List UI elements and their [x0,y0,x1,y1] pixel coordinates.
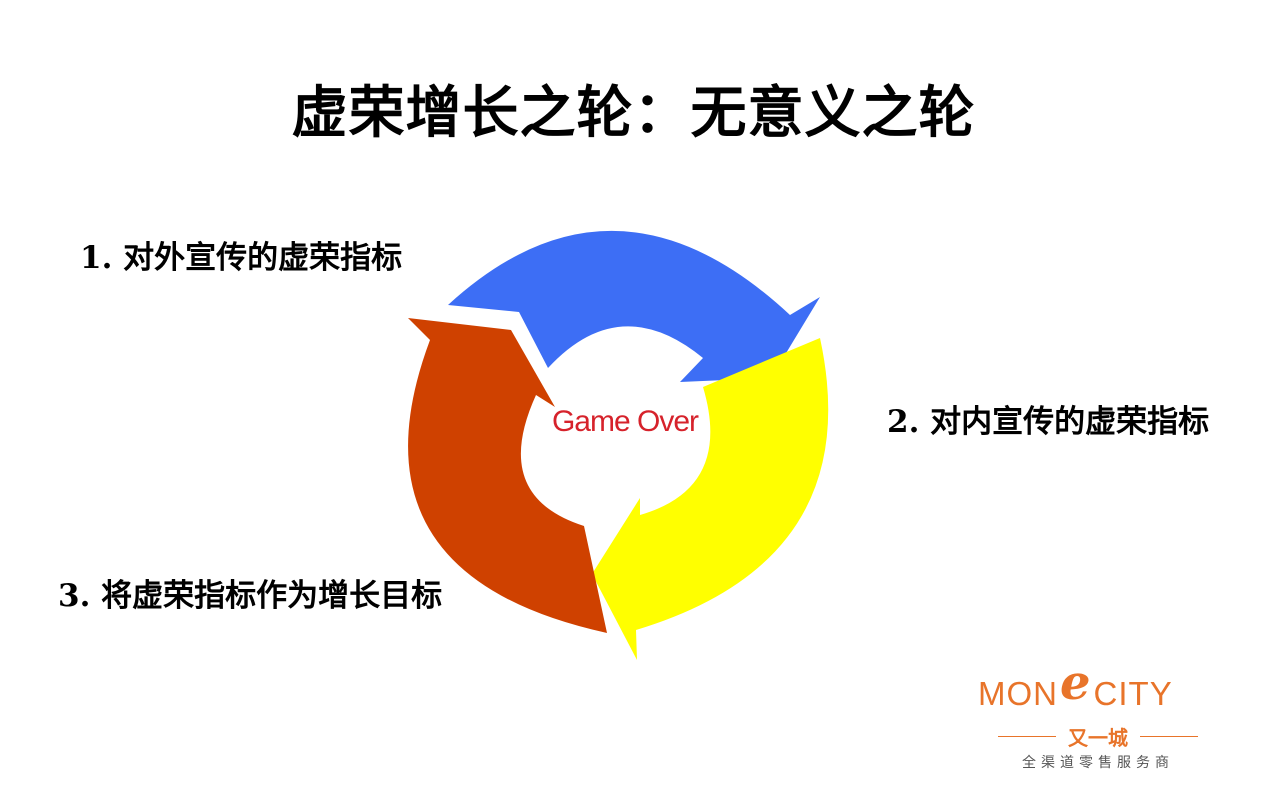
step-3-label: 3. 将虚荣指标作为增长目标 [58,578,443,614]
center-text: Game Over [551,405,699,438]
page-title: 虚荣增长之轮：无意义之轮 [291,80,976,146]
logo-tagline: 全渠道零售服务商 [1022,755,1174,771]
three-arrow-cycle-icon [408,230,829,660]
logo-wordmark: MONeCITY [978,659,1218,713]
step-1-label: 1. 对外宣传的虚荣指标 [80,240,403,276]
logo-left-text: MON [978,675,1058,712]
step-2-label: 2. 对内宣传的虚荣指标 [887,404,1210,440]
logo-rule-right [1140,736,1198,737]
arrow-yellow [592,338,829,660]
logo-rule-left [998,736,1056,737]
logo-chinese-name: 又一城 [1068,726,1128,750]
logo-right-text: CITY [1093,675,1173,712]
logo-e-glyph: e [1060,655,1092,711]
arrow-blue [448,230,820,382]
monecity-logo: MONeCITY 又一城 全渠道零售服务商 [978,659,1218,778]
logo-chinese-row: 又一城 [998,724,1198,750]
arrow-red [408,318,607,633]
